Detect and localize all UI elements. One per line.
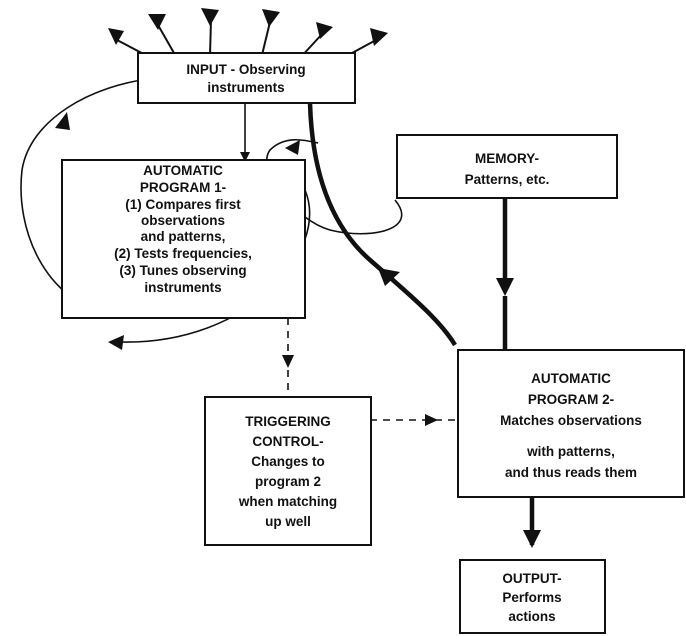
program1-line-1: AUTOMATIC [143, 163, 223, 178]
input-line-1: INPUT - Observing [186, 62, 305, 77]
program1-line-3: (1) Compares first [125, 197, 241, 212]
triggering-line-3: Changes to [251, 454, 325, 469]
svg-text:AUTOMATIC: AUTOMATIC [531, 371, 611, 386]
svg-text:when matching: when matching [238, 494, 337, 509]
triggering-line-4: program 2 [255, 474, 321, 489]
dashed-arrowhead-down [282, 355, 294, 368]
svg-text:AUTOMATIC: AUTOMATIC [143, 163, 223, 178]
program1-box: AUTOMATIC PROGRAM 1- (1) Compares first … [61, 159, 306, 319]
program1-line-7: (3) Tunes observing [119, 263, 246, 278]
svg-text:and thus reads them: and thus reads them [505, 465, 637, 480]
thick-arrowhead [378, 268, 400, 286]
program2-line-1: AUTOMATIC [531, 371, 611, 386]
memory-box: MEMORY- Patterns, etc. [396, 134, 618, 199]
svg-text:observations: observations [141, 213, 225, 228]
program2-line-3: Matches observations [500, 413, 642, 428]
svg-text:instruments: instruments [207, 80, 284, 95]
loop-arrowhead-left [108, 335, 124, 350]
program1-line-5: and patterns, [141, 229, 226, 244]
svg-text:actions: actions [508, 609, 555, 624]
output-line-1: OUTPUT- [502, 571, 561, 586]
output-line-2: Performs [502, 590, 561, 605]
program1-line-2: PROGRAM 1- [140, 180, 226, 195]
program2-box: AUTOMATIC PROGRAM 2- Matches observation… [457, 349, 685, 498]
arrow-input-to-program2 [307, 102, 457, 347]
triggering-box: TRIGGERING CONTROL- Changes to program 2… [204, 396, 372, 546]
triggering-line-1: TRIGGERING [245, 414, 331, 429]
svg-text:Changes to: Changes to [251, 454, 325, 469]
program2-line-4: with patterns, [526, 444, 615, 459]
svg-text:with patterns,: with patterns, [526, 444, 615, 459]
memory-line-2: Patterns, etc. [465, 172, 550, 187]
memory-arrowhead [496, 278, 514, 296]
input-line-2: instruments [207, 80, 284, 95]
svg-text:OUTPUT-: OUTPUT- [502, 571, 561, 586]
output-line-3: actions [508, 609, 555, 624]
svg-text:MEMORY-: MEMORY- [475, 151, 539, 166]
svg-text:(2) Tests frequencies,: (2) Tests frequencies, [114, 246, 252, 261]
svg-text:Patterns, etc.: Patterns, etc. [465, 172, 550, 187]
dashed-arrowhead-right [425, 414, 438, 426]
svg-text:TRIGGERING: TRIGGERING [245, 414, 331, 429]
loop-arrowhead-up [55, 112, 70, 130]
program1-line-6: (2) Tests frequencies, [114, 246, 252, 261]
program2-line-5: and thus reads them [505, 465, 637, 480]
svg-text:INPUT - Observing: INPUT - Observing [186, 62, 305, 77]
program1-line-4: observations [141, 213, 225, 228]
loop-arrowhead-right [285, 140, 300, 155]
antenna-icon [201, 8, 219, 56]
program1-line-8: instruments [144, 280, 221, 295]
input-box: INPUT - Observing instruments [137, 52, 356, 104]
svg-text:and patterns,: and patterns, [141, 229, 226, 244]
triggering-line-5: when matching [238, 494, 337, 509]
svg-text:(3) Tunes observing: (3) Tunes observing [119, 263, 246, 278]
svg-text:instruments: instruments [144, 280, 221, 295]
antenna-icon [261, 9, 280, 56]
output-arrowhead [523, 530, 541, 548]
memory-line-1: MEMORY- [475, 151, 539, 166]
svg-text:PROGRAM 1-: PROGRAM 1- [140, 180, 226, 195]
svg-text:(1) Compares first: (1) Compares first [125, 197, 241, 212]
svg-text:PROGRAM 2-: PROGRAM 2- [528, 392, 614, 407]
output-box: OUTPUT- Performs actions [459, 559, 606, 634]
program2-line-2: PROGRAM 2- [528, 392, 614, 407]
svg-text:Matches observations: Matches observations [500, 413, 642, 428]
triggering-line-2: CONTROL- [252, 434, 323, 449]
svg-text:program 2: program 2 [255, 474, 321, 489]
svg-text:up well: up well [265, 514, 311, 529]
triggering-line-6: up well [265, 514, 311, 529]
svg-text:Performs: Performs [502, 590, 561, 605]
svg-text:CONTROL-: CONTROL- [252, 434, 323, 449]
